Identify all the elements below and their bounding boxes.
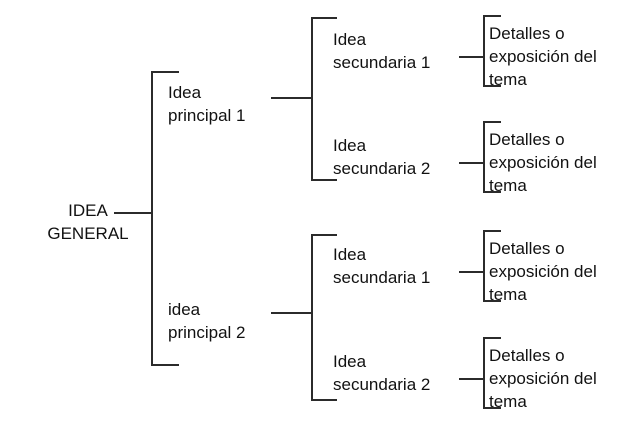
detalle-1-2-label-line-2: exposición del — [489, 153, 597, 172]
secundaria-1-2-label: Idea secundaria 2 — [333, 134, 430, 180]
detalle-2-2-label: Detalles o exposición del tema — [489, 344, 597, 413]
secundaria-1-2-label-line-1: Idea — [333, 136, 367, 155]
secundaria-1-1-label: Idea secundaria 1 — [333, 28, 430, 74]
detalle-1-1-label-line-3: tema — [489, 70, 527, 89]
detalle-2-1-label-line-3: tema — [489, 285, 527, 304]
detalle-2-2-label-line-3: tema — [489, 392, 527, 411]
idea-principal-1-label-line-2: principal 1 — [168, 106, 246, 125]
secundaria-2-2-label-line-1: Idea — [333, 352, 367, 371]
detalle-2-1-label-line-1: Detalles o — [489, 239, 565, 258]
secundaria-2-2-label: Idea secundaria 2 — [333, 350, 430, 396]
root-label-line-2: GENERAL — [47, 224, 129, 243]
detalle-2-2-label-line-1: Detalles o — [489, 346, 565, 365]
root-label: IDEA GENERAL — [33, 199, 143, 245]
idea-principal-1-label-line-1: Idea — [168, 83, 202, 102]
secundaria-1-1-label-line-2: secundaria 1 — [333, 53, 431, 72]
secundaria-2-1-label: Idea secundaria 1 — [333, 243, 430, 289]
secundaria-1-2-label-line-2: secundaria 2 — [333, 159, 431, 178]
idea-principal-2-label: idea principal 2 — [168, 298, 246, 344]
detalle-2-1-label-line-2: exposición del — [489, 262, 597, 281]
detalle-1-2-label-line-1: Detalles o — [489, 130, 565, 149]
secundaria-2-2-label-line-2: secundaria 2 — [333, 375, 431, 394]
detalle-1-1-label: Detalles o exposición del tema — [489, 22, 597, 91]
detalle-2-1-label: Detalles o exposición del tema — [489, 237, 597, 306]
detalle-1-1-label-line-2: exposición del — [489, 47, 597, 66]
detalle-1-1-label-line-1: Detalles o — [489, 24, 565, 43]
detalle-1-2-label-line-3: tema — [489, 176, 527, 195]
detalle-2-2-label-line-2: exposición del — [489, 369, 597, 388]
secundaria-2-1-label-line-1: Idea — [333, 245, 367, 264]
detalle-1-2-label: Detalles o exposición del tema — [489, 128, 597, 197]
secundaria-2-1-label-line-2: secundaria 1 — [333, 268, 431, 287]
secundaria-1-1-label-line-1: Idea — [333, 30, 367, 49]
idea-principal-1-label: Idea principal 1 — [168, 81, 246, 127]
root-label-line-1: IDEA — [68, 201, 108, 220]
idea-principal-2-label-line-1: idea — [168, 300, 201, 319]
idea-principal-2-label-line-2: principal 2 — [168, 323, 246, 342]
